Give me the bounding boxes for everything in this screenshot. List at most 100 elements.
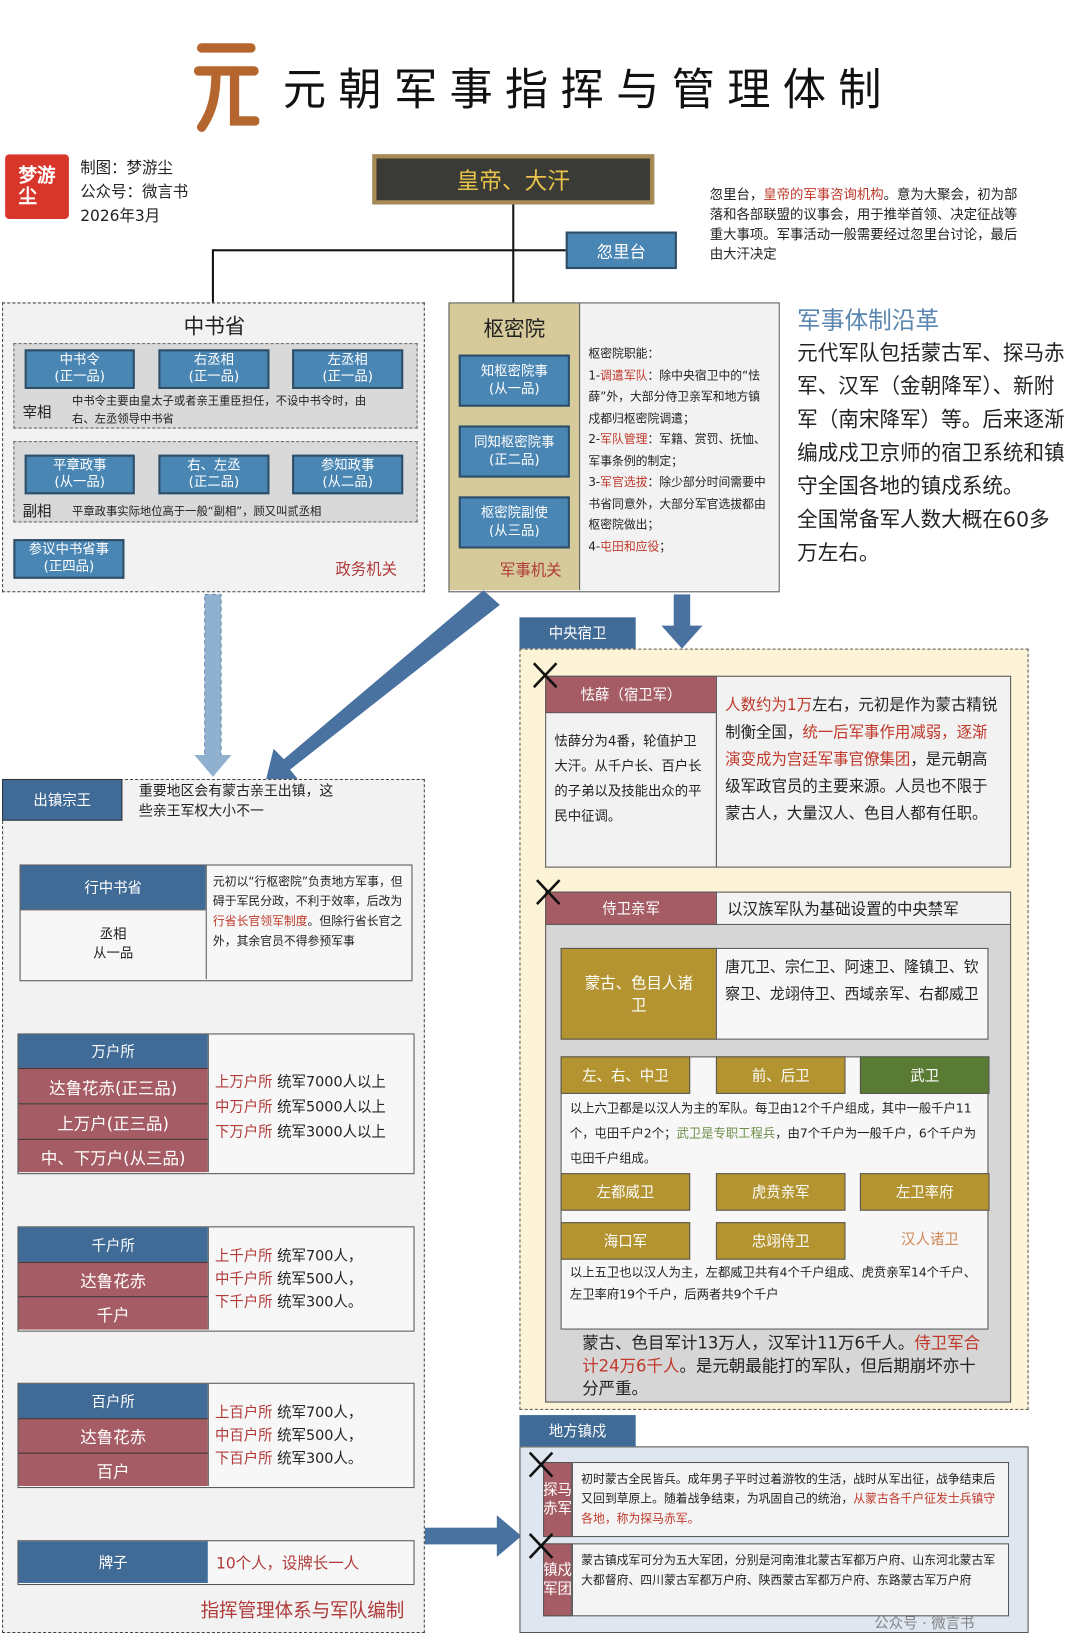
text-segment: 。但除行省长官之外，其余官员不得参预军事 [212, 913, 403, 948]
text-segment: 蒙古、色目军计13万人，汉军计11万6千人。 [582, 1332, 915, 1353]
shumi-left: 枢密院 知枢密院事(从一品) 同知枢密院事(正二品) 枢密院副使(从三品) 军事… [449, 303, 580, 591]
office-rank: (正一品) [322, 369, 373, 385]
zhongshu-tag: 政务机关 [335, 559, 398, 579]
group-label: 副相 [22, 503, 52, 521]
label: 从一品 [93, 945, 134, 962]
office-box: 参议中书省事(正四品) [13, 539, 125, 579]
label: 上万户(正三品) [57, 1113, 169, 1134]
guard-unit: 忠翊侍卫 [715, 1222, 846, 1260]
size-value: 统军700人， [277, 1248, 363, 1265]
office-rank: (从一品) [489, 381, 540, 398]
guard-unit: 左都威卫 [560, 1173, 691, 1211]
size-type: 上百户所 [214, 1404, 273, 1422]
central-guard-panel: 怯薛（宿卫军） 怯薛分为4番，轮值护卫大汗。从千户长、百户长的子弟以及技能出众的… [519, 648, 1029, 1410]
office-rank: (从一品) [54, 474, 105, 491]
label: 达鲁花赤(正三品) [49, 1077, 178, 1098]
emperor-label: 皇帝、大汗 [456, 168, 570, 196]
arrow-to-local [424, 1515, 522, 1557]
tamma-label: 探马赤军 [543, 1462, 572, 1538]
arrow-shumi-to-princes [265, 590, 500, 783]
highlight-text: 军官选拔 [600, 474, 648, 490]
size-value: 统军500人， [277, 1271, 363, 1288]
xing-block: 行中书省 丞相从一品 元初以“行枢密院”负责地方军事，但碍于军民分政，不利于效率… [19, 864, 413, 982]
five-guards-text: 以上五卫也以汉人为主，左都威卫共有4个千户组成、虎贲亲军14个千户、左卫率府19… [569, 1264, 977, 1302]
highlight-text: 行省长官领军制度 [212, 913, 308, 929]
highlight-text: 人数约为1万 [725, 695, 813, 715]
size-type: 中万户所 [214, 1099, 273, 1116]
label: 海口军 [603, 1233, 647, 1251]
central-guard-tab: 中央宿卫 [519, 617, 636, 649]
hierarchy-tag: 指挥管理体系与军队编制 [200, 1599, 405, 1622]
text-segment: 左右，元初是作为蒙古精锐制衡全国， [725, 695, 998, 742]
credit-date: 2026年3月 [80, 206, 161, 226]
functions-title: 枢密院职能： [588, 346, 660, 361]
highlight-text: 侍卫军合计24万6千人 [582, 1332, 981, 1376]
highlight-text: 皇帝的军事咨询机构 [763, 187, 884, 204]
office-name: 中书令 [59, 352, 100, 369]
size-type: 下千户所 [214, 1294, 273, 1311]
office-rank: (从二品) [322, 474, 373, 491]
size-value: 统军300人。 [277, 1450, 363, 1468]
author-seal: 梦游尘 [5, 154, 69, 219]
text-segment: 忽里台， [709, 187, 764, 204]
office-name: 左丞相 [327, 352, 368, 369]
size-value: 统军5000人以上 [277, 1099, 386, 1116]
crossed-swords-icon [532, 662, 558, 689]
crossed-swords-icon [536, 879, 561, 906]
han-guards-area: 左、右、中卫 前、后卫 武卫 以上六卫都是以汉人为主的军队。每卫由12个千户组成… [560, 1056, 990, 1330]
size-type: 下万户所 [214, 1124, 273, 1141]
office-rank: (正二品) [489, 452, 540, 469]
office-rank: (正一品) [188, 369, 240, 385]
highlight-text: 武卫是专职工程兵 [676, 1126, 776, 1141]
guard-unit: 左卫率府 [859, 1173, 990, 1211]
history-title: 军事体制沿革 [797, 307, 940, 335]
local-garrison-panel: 探马赤军 初时蒙古全民皆兵。成年男子平时过着游牧的生活，战时从军出征，战争结束后… [519, 1446, 1029, 1633]
tab-label: 出镇宗王 [33, 792, 92, 810]
label: 行中书省 [84, 880, 142, 897]
text-segment: ：军籍、赏罚、抚恤、军事条例的制定； [588, 431, 766, 468]
emperor-box: 皇帝、大汗 [372, 154, 655, 205]
office-name: 枢密院副使 [480, 505, 548, 522]
xing-header: 行中书省 [20, 865, 206, 910]
unit-rank: 达鲁花赤 [18, 1261, 208, 1297]
highlight-text: 军队管理 [600, 431, 648, 447]
office-name: 右丞相 [193, 352, 235, 369]
guard-unit: 海口军 [560, 1222, 691, 1260]
label: 千户所 [91, 1237, 135, 1254]
credit-account: 公众号：微言书 [80, 182, 189, 202]
zhongshu-panel: 中书省 中书令(正一品) 右丞相(正一品) 左丞相(正一品) 宰相 中书令主要由… [2, 302, 425, 593]
function-item: 3-军官选拔：除少部分时间需要中书省同意外，大部分军官选拔都由枢密院做出； [588, 471, 771, 535]
function-item: 4-屯田和应役； [588, 535, 771, 556]
text-segment: 。意为大聚会，初为部落和各部联盟的议事会，用于推举首领、决定征战等重大事项。军事… [709, 187, 1018, 263]
guard-header: 侍卫亲军 [545, 891, 717, 925]
text-segment: 1- [588, 367, 601, 383]
text-segment: ，由7个千户为一般千户，6个千户为屯田千户组成。 [569, 1126, 977, 1166]
history-text: 元代军队包括蒙古军、探马赤军、汉军（金朝降军）、新附军（南宋降军）等。后来逐渐编… [797, 336, 1066, 570]
local-garrison-tab: 地方镇戍 [519, 1415, 636, 1447]
text-segment: 元初以“行枢密院”负责地方军事，但碍于军民分政，不利于效率，后改为 [212, 873, 403, 909]
group-label: 宰相 [22, 404, 52, 422]
label: 忠翊侍卫 [751, 1233, 810, 1251]
connector [212, 249, 566, 252]
guard-body: 蒙古、色目人诸卫 唐兀卫、宗仁卫、阿速卫、隆镇卫、钦察卫、龙翊侍卫、西域亲军、右… [545, 924, 1012, 1403]
connector [512, 204, 515, 303]
guard-unit: 前、后卫 [715, 1056, 846, 1094]
label: 牌子 [98, 1554, 128, 1572]
label: 中、下万户(从三品) [40, 1147, 186, 1168]
keshig-title: 怯薛（宿卫军） [580, 687, 682, 704]
watermark: 公众号 · 微言书 [874, 1615, 975, 1632]
office-box: 左丞相(正一品) [292, 349, 404, 389]
size-value: 统军300人。 [277, 1294, 363, 1311]
office-box: 枢密院副使(从三品) [458, 496, 570, 549]
highlight-text: 从蒙古各千户征发士兵镇守各地，称为探马赤军。 [581, 1491, 996, 1526]
unit-header: 万户所 [18, 1034, 208, 1068]
office-box: 右丞相(正一品) [158, 349, 270, 389]
unit-rank: 千户 [18, 1296, 208, 1330]
size-value: 统军3000人以上 [277, 1124, 386, 1141]
label: 左都威卫 [596, 1184, 655, 1202]
guard-title: 侍卫亲军 [602, 900, 660, 918]
keshig-header: 怯薛（宿卫军） [545, 675, 717, 714]
size-type: 下百户所 [214, 1450, 273, 1468]
size-value: 统军7000人以上 [277, 1074, 386, 1091]
mongol-guards-label: 蒙古、色目人诸卫 [560, 947, 717, 1040]
